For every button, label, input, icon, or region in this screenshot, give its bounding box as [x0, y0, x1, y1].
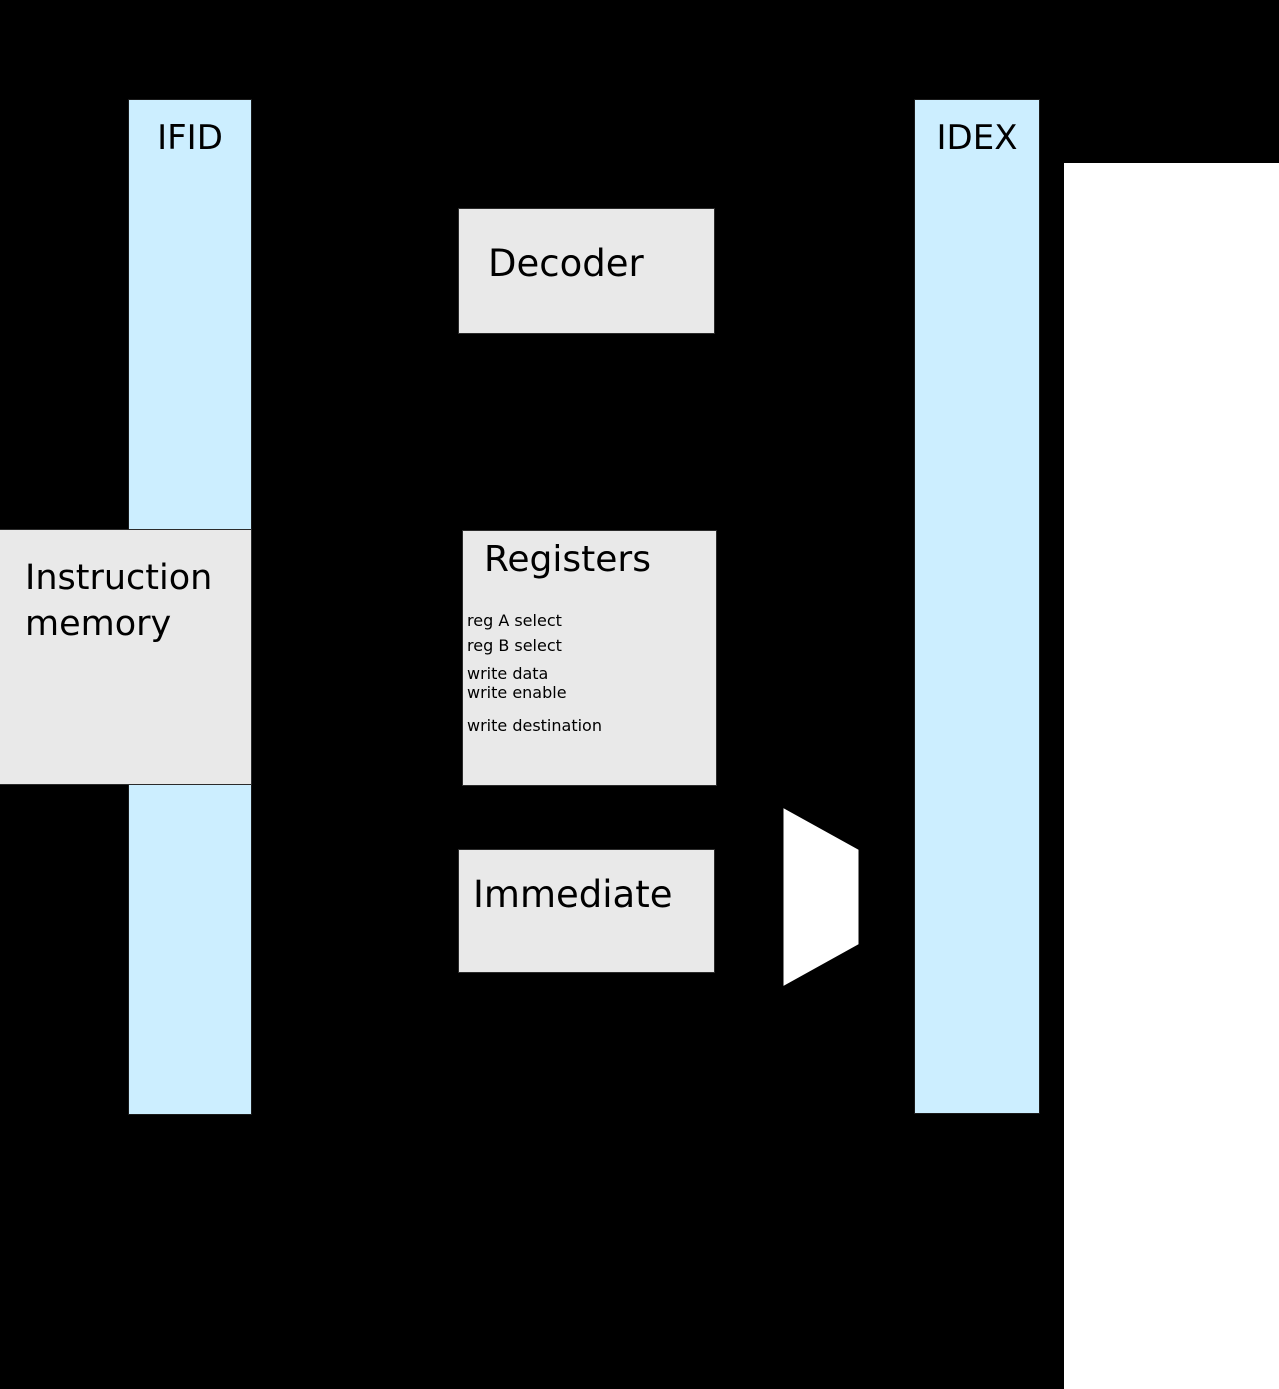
immediate-label: Immediate: [473, 873, 673, 916]
pipeline-register-idex[interactable]: IDEX: [914, 99, 1040, 1114]
decoder-block[interactable]: Decoder: [458, 208, 715, 334]
registers-block[interactable]: Registers reg A select reg B select write …: [462, 530, 717, 786]
immediate-block[interactable]: Immediate: [458, 849, 715, 973]
background-panel-top-right: [1064, 0, 1279, 163]
pipeline-register-idex-label: IDEX: [936, 118, 1018, 158]
registers-port-label: reg A select: [467, 611, 562, 630]
operand-mux[interactable]: [783, 808, 859, 986]
instruction-memory-block[interactable]: Instruction memory: [0, 529, 252, 785]
operand-mux-shape: [783, 808, 859, 986]
registers-port-label: write destination: [467, 716, 602, 735]
registers-port-label: write data: [467, 664, 549, 683]
instruction-memory-label: Instruction memory: [25, 558, 213, 644]
registers-port-label: write enable: [467, 683, 567, 702]
registers-label: Registers: [484, 539, 651, 580]
decoder-label: Decoder: [488, 242, 644, 285]
registers-port-label: reg B select: [467, 636, 562, 655]
pipeline-register-ifid-label: IFID: [157, 118, 223, 158]
